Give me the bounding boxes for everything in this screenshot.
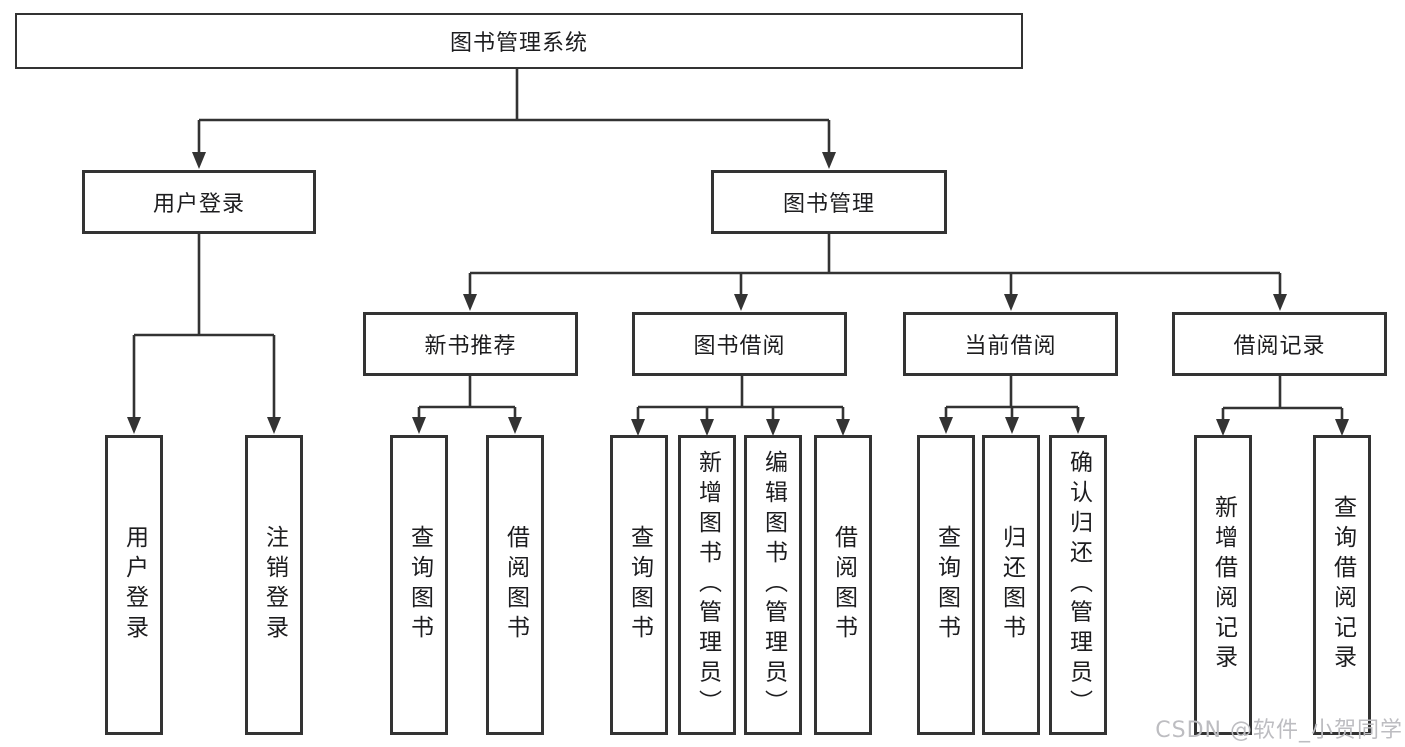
node-root: 图书管理系统 [15,13,1023,69]
leaf-query-books-1-label: 查询图书 [406,525,433,645]
node-book-management: 图书管理 [711,170,947,234]
watermark: CSDN @软件_小贺同学 [1155,718,1403,743]
leaf-query-books-2: 查询图书 [610,435,668,735]
leaf-query-books-3-label: 查询图书 [933,525,960,645]
leaf-add-books-admin-label: 新增图书（管理员） [694,450,721,720]
leaf-edit-books-admin: 编辑图书（管理员） [744,435,802,735]
node-new-book-recommend: 新书推荐 [363,312,578,376]
leaf-borrow-books-1-label: 借阅图书 [502,525,529,645]
node-user-login-label: 用户登录 [152,192,245,217]
leaf-confirm-return-admin-label: 确认归还（管理员） [1065,450,1092,720]
leaf-logout-label: 注销登录 [261,525,288,645]
leaf-query-borrow-record: 查询借阅记录 [1313,435,1371,735]
leaf-borrow-books-2: 借阅图书 [814,435,872,735]
leaf-add-borrow-record: 新增借阅记录 [1194,435,1252,735]
leaf-query-books-2-label: 查询图书 [626,525,653,645]
leaf-query-books-3: 查询图书 [917,435,975,735]
node-user-login: 用户登录 [82,170,316,234]
node-root-label: 图书管理系统 [449,31,588,56]
leaf-add-books-admin: 新增图书（管理员） [678,435,736,735]
node-book-borrow-label: 图书借阅 [693,334,786,359]
leaf-user-login: 用户登录 [105,435,163,735]
node-borrow-records: 借阅记录 [1172,312,1387,376]
leaf-query-borrow-record-label: 查询借阅记录 [1329,495,1356,675]
node-book-management-label: 图书管理 [782,192,875,217]
leaf-edit-books-admin-label: 编辑图书（管理员） [760,450,787,720]
leaf-confirm-return-admin: 确认归还（管理员） [1049,435,1107,735]
leaf-logout: 注销登录 [245,435,303,735]
leaf-return-books-label: 归还图书 [998,525,1025,645]
leaf-user-login-label: 用户登录 [121,525,148,645]
node-current-borrow-label: 当前借阅 [964,334,1057,359]
leaf-add-borrow-record-label: 新增借阅记录 [1210,495,1237,675]
node-current-borrow: 当前借阅 [903,312,1118,376]
leaf-query-books-1: 查询图书 [390,435,448,735]
leaf-borrow-books-2-label: 借阅图书 [830,525,857,645]
leaf-borrow-books-1: 借阅图书 [486,435,544,735]
node-book-borrow: 图书借阅 [632,312,847,376]
node-new-book-recommend-label: 新书推荐 [424,334,517,359]
node-borrow-records-label: 借阅记录 [1233,334,1326,359]
leaf-return-books: 归还图书 [982,435,1040,735]
